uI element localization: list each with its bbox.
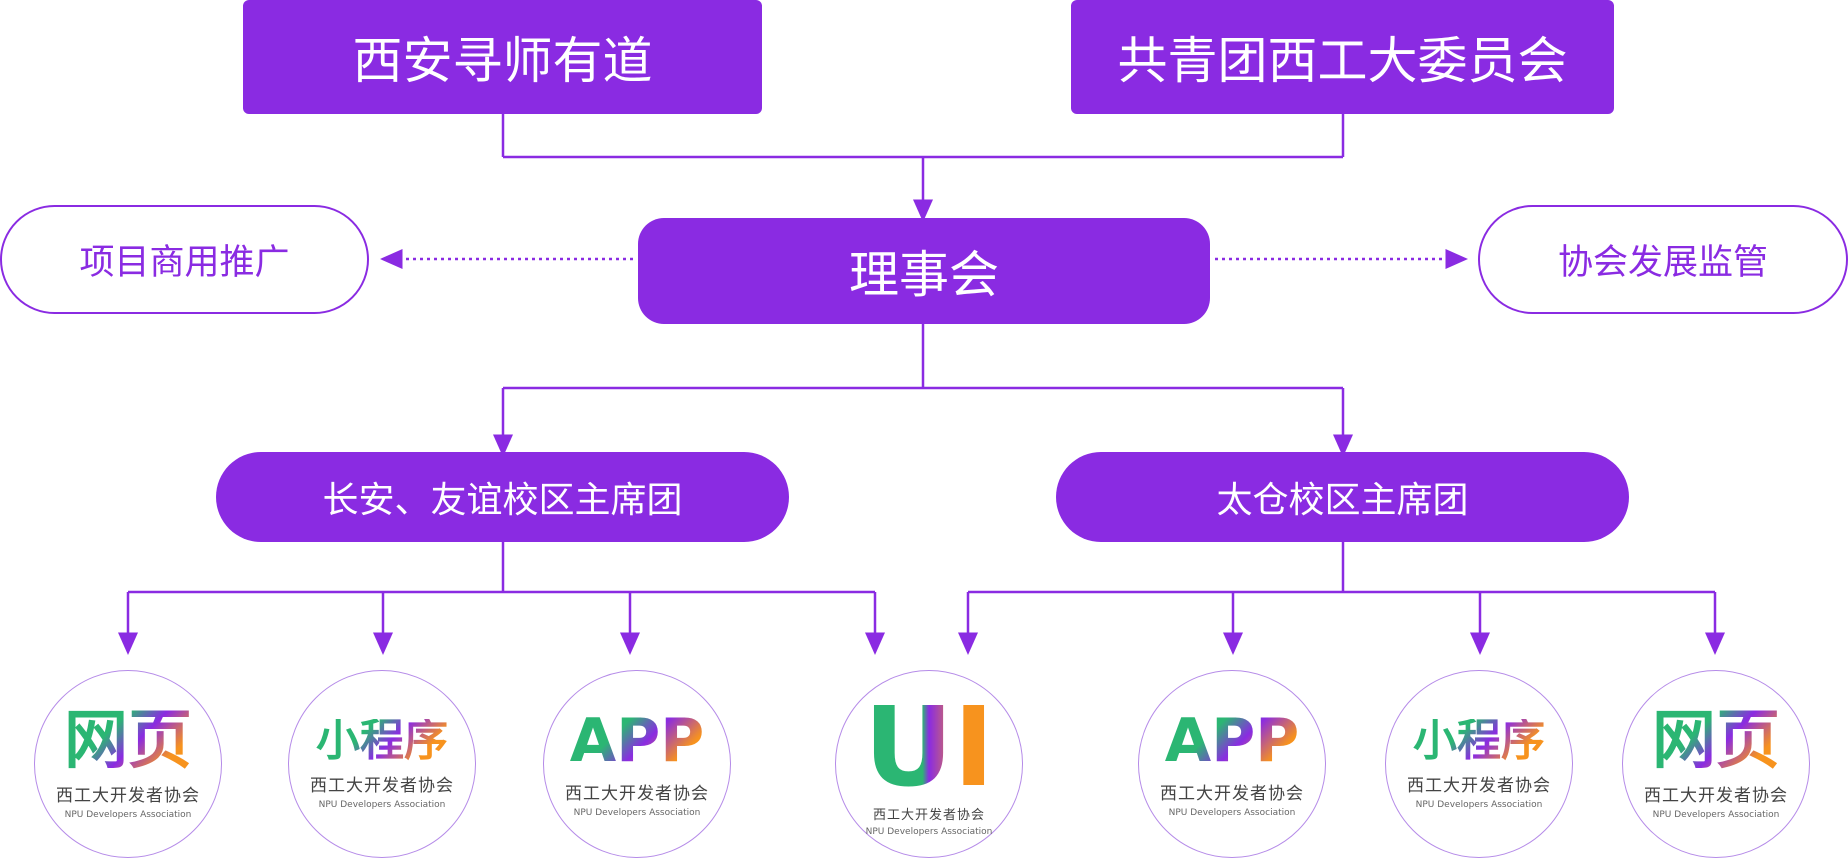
logo-english: NPU Developers Association bbox=[1168, 807, 1296, 818]
logo-subtitle: 西工大开发者协会 bbox=[565, 783, 709, 804]
side-label-right: 协会发展监管 bbox=[1557, 243, 1768, 283]
logo-english: NPU Developers Association bbox=[1415, 799, 1543, 810]
side-label-left: 项目商用推广 bbox=[79, 243, 290, 283]
council-label: 理事会 bbox=[849, 246, 999, 304]
logo-title: 小程序 bbox=[1413, 714, 1545, 766]
logo-subtitle: 西工大开发者协会 bbox=[872, 807, 985, 823]
logo-english: NPU Developers Association bbox=[1652, 809, 1780, 820]
logo-ui-center: UI 西工大开发者协会 NPU Developers Association bbox=[835, 670, 1023, 858]
logo-subtitle: 西工大开发者协会 bbox=[310, 775, 454, 796]
campus-box-taicang: 太仓校区主席团 bbox=[1056, 452, 1629, 542]
side-box-supervision: 协会发展监管 bbox=[1478, 205, 1848, 314]
org-box-youth-league: 共青团西工大委员会 bbox=[1071, 0, 1614, 114]
logo-subtitle: 西工大开发者协会 bbox=[1644, 785, 1788, 806]
logo-miniprogram-right: 小程序 西工大开发者协会 NPU Developers Association bbox=[1385, 670, 1573, 858]
logo-miniprogram-left: 小程序 西工大开发者协会 NPU Developers Association bbox=[288, 670, 476, 858]
logo-english: NPU Developers Association bbox=[865, 826, 993, 837]
campus-label-left: 长安、友谊校区主席团 bbox=[322, 480, 683, 521]
logo-subtitle: 西工大开发者协会 bbox=[1407, 775, 1551, 796]
logo-title: 网页 bbox=[64, 703, 192, 778]
logo-title: 网页 bbox=[1652, 703, 1780, 778]
logo-web-right: 网页 西工大开发者协会 NPU Developers Association bbox=[1622, 670, 1810, 858]
logo-app-left: APP 西工大开发者协会 NPU Developers Association bbox=[543, 670, 731, 858]
logo-title: APP bbox=[1164, 705, 1300, 776]
logo-web-left: 网页 西工大开发者协会 NPU Developers Association bbox=[34, 670, 222, 858]
logo-english: NPU Developers Association bbox=[573, 807, 701, 818]
logo-english: NPU Developers Association bbox=[318, 799, 446, 810]
org-box-xian-xunshi: 西安寻师有道 bbox=[243, 0, 762, 114]
logo-subtitle: 西工大开发者协会 bbox=[1160, 783, 1304, 804]
logo-subtitle: 西工大开发者协会 bbox=[56, 785, 200, 806]
logo-title: UI bbox=[863, 682, 995, 811]
logo-title: 小程序 bbox=[316, 714, 448, 766]
logo-title: APP bbox=[569, 705, 705, 776]
side-box-promotion: 项目商用推广 bbox=[0, 205, 369, 314]
logo-app-right: APP 西工大开发者协会 NPU Developers Association bbox=[1138, 670, 1326, 858]
org-label-right: 共青团西工大委员会 bbox=[1117, 32, 1568, 90]
campus-label-right: 太仓校区主席团 bbox=[1216, 480, 1469, 521]
org-label-left: 西安寻师有道 bbox=[352, 32, 653, 90]
council-box: 理事会 bbox=[638, 218, 1210, 324]
campus-box-changan-youyi: 长安、友谊校区主席团 bbox=[216, 452, 789, 542]
logo-english: NPU Developers Association bbox=[64, 809, 192, 820]
